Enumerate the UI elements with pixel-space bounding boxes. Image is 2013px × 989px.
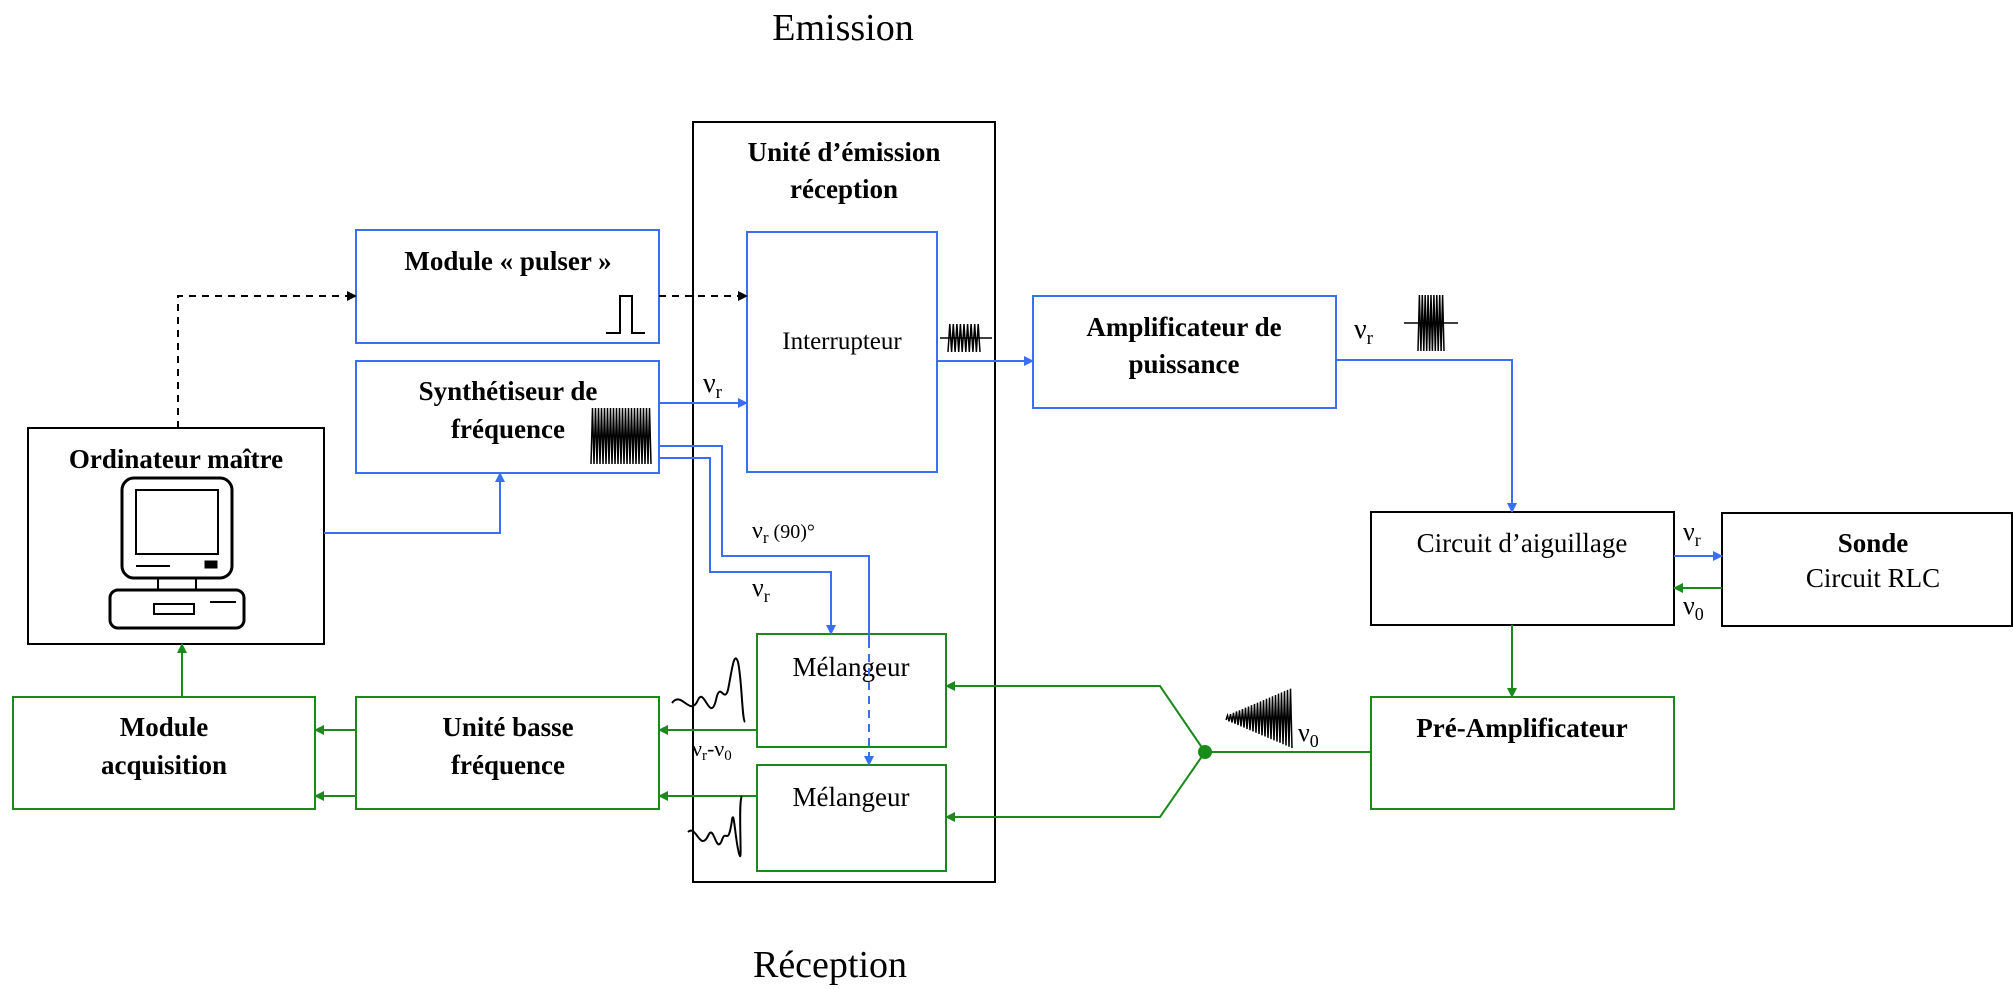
pulser-label: Module « pulser » [404, 246, 611, 276]
probe-rx-label: ν0 [1683, 591, 1704, 624]
power-amplifier [1032, 295, 1337, 409]
amp-output-burst-icon [1404, 294, 1458, 352]
switch-output-burst-icon [940, 323, 992, 353]
junction-to-mixer-2 [945, 751, 1206, 822]
computer-to-synth [324, 472, 505, 534]
preamp-label: Pré-Amplificateur [1416, 713, 1627, 743]
master-computer [27, 427, 325, 645]
probe-tx-label: νr [1683, 517, 1701, 550]
switch-block [746, 231, 938, 473]
switching-circuit [1370, 511, 1675, 626]
synth-to-mixer-1 [659, 457, 836, 635]
pulser-module [355, 229, 660, 344]
probe-title: Sonde [1838, 528, 1909, 558]
difference-freq-label: νr-ν0 [692, 736, 732, 764]
computer-label: Ordinateur maître [69, 444, 283, 474]
unit-title-line1: Unité d’émission [748, 137, 941, 167]
phase-shifted-label: νr (90)° [752, 518, 815, 547]
computer-icon [108, 476, 246, 630]
mixer-2 [756, 764, 947, 872]
low-frequency-unit [355, 696, 660, 810]
pulse-icon [606, 295, 645, 334]
mixer-1-label: Mélangeur [793, 652, 910, 682]
acq-label-line1: Module [120, 712, 209, 742]
baseband-wave-2-icon [687, 795, 743, 858]
fid-decay-icon [1225, 688, 1293, 749]
junction-to-mixer-1 [945, 681, 1206, 753]
synth-label-line2: fréquence [451, 414, 565, 444]
amp-label-line1: Amplificateur de [1086, 312, 1281, 342]
reception-heading: Réception [753, 944, 907, 986]
mixer-ref-label: νr [752, 573, 770, 606]
emission-reception-unit [692, 121, 996, 883]
sine-burst-icon [590, 407, 652, 465]
frequency-synthesizer [355, 360, 660, 474]
preamp-in-label: ν0 [1298, 718, 1319, 751]
lf-label-line2: fréquence [451, 750, 565, 780]
baseband-wave-1-icon [671, 657, 746, 723]
synth-out-label: νr [703, 368, 723, 403]
mixer-1 [756, 633, 947, 748]
acquisition-module [12, 696, 316, 810]
computer-to-pulser-trigger [177, 291, 357, 428]
switch-label: Interrupteur [782, 328, 902, 355]
acq-label-line2: acquisition [101, 750, 227, 780]
probe-subtitle: Circuit RLC [1806, 563, 1940, 593]
unit-title-line2: réception [790, 174, 898, 204]
probe-block [1721, 512, 2013, 627]
synth-to-mixer-2-phase [659, 445, 870, 640]
switching-circuit-label: Circuit d’aiguillage [1417, 528, 1628, 558]
emission-heading: Emission [772, 7, 913, 49]
mixer-2-label: Mélangeur [793, 782, 910, 812]
amp-label-line2: puissance [1128, 349, 1239, 379]
synth-label-line1: Synthétiseur de [419, 376, 598, 406]
amp-to-switching-circuit [1336, 359, 1517, 513]
amp-out-label: νr [1354, 314, 1374, 349]
lf-label-line1: Unité basse [442, 712, 573, 742]
